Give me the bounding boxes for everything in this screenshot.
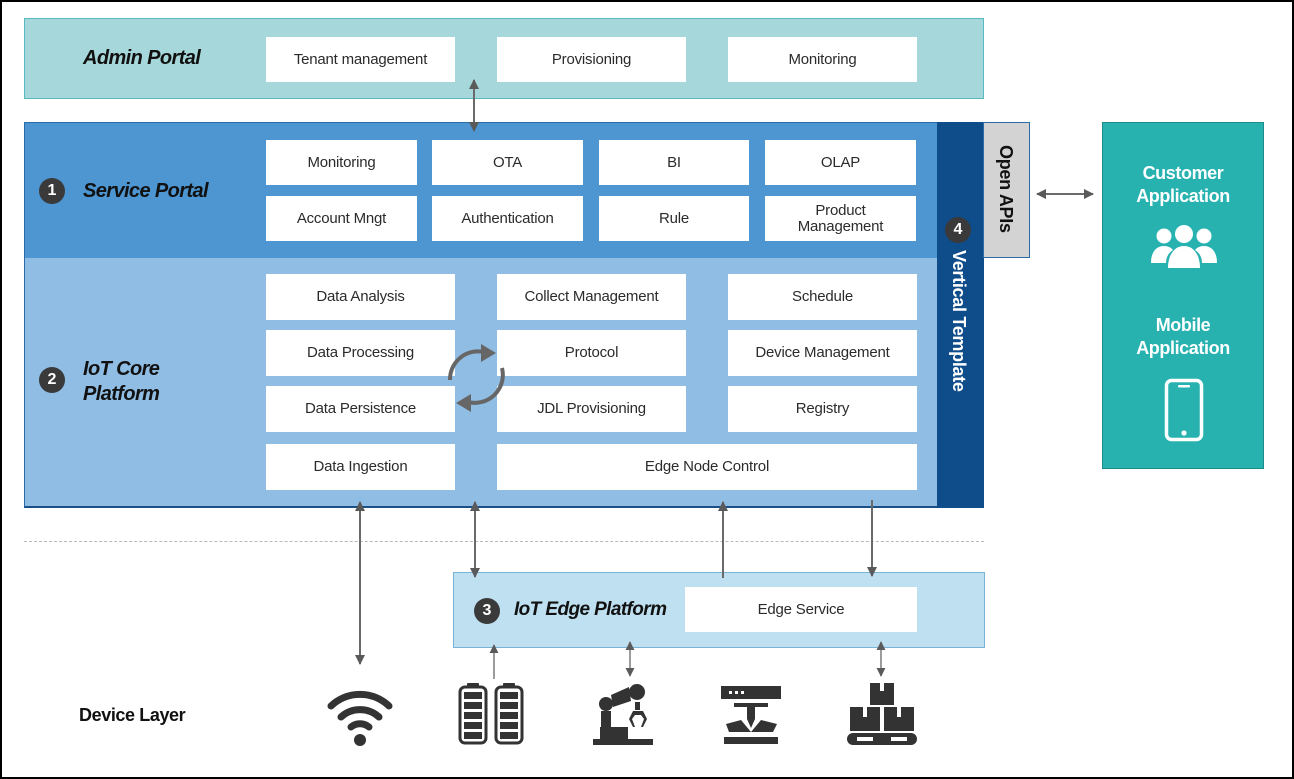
service-item-rule[interactable]: Rule [599, 196, 749, 241]
customer-app-line1: Customer [1142, 163, 1224, 183]
core-item-data-analysis[interactable]: Data Analysis [266, 274, 455, 320]
service-item-ota[interactable]: OTA [432, 140, 583, 185]
core-item-registry[interactable]: Registry [728, 386, 917, 432]
wifi-icon [327, 690, 393, 746]
boxes-pallet-icon [847, 683, 917, 745]
service-item-bi[interactable]: BI [599, 140, 749, 185]
badge-3: 3 [474, 598, 500, 624]
core-item-schedule[interactable]: Schedule [728, 274, 917, 320]
iot-edge-title: IoT Edge Platform [514, 599, 667, 620]
admin-portal-title: Admin Portal [83, 47, 201, 69]
badge-2: 2 [39, 367, 65, 393]
mobile-app-line1: Mobile [1155, 315, 1211, 335]
admin-portal-panel: Admin Portal Tenant management Provision… [24, 18, 984, 99]
refresh-cycle-icon [447, 344, 505, 412]
open-apis-label: Open APIs [996, 145, 1016, 233]
robot-arm-icon [593, 684, 653, 745]
mobile-app-line2: Application [1136, 338, 1230, 358]
vertical-template-label: Vertical Template [949, 250, 969, 392]
vertical-template-panel: 4 Vertical Template [937, 122, 984, 508]
customer-app-line2: Application [1136, 186, 1230, 206]
service-item-authentication[interactable]: Authentication [432, 196, 583, 241]
admin-item-monitoring[interactable]: Monitoring [728, 37, 917, 82]
iot-core-platform-panel: 2 IoT Core Platform Data Analysis Collec… [24, 258, 938, 508]
admin-item-provisioning[interactable]: Provisioning [497, 37, 686, 82]
service-item-olap[interactable]: OLAP [765, 140, 916, 185]
core-item-data-ingestion[interactable]: Data Ingestion [266, 444, 455, 490]
customer-applications-panel: Customer Application Mobile Application [1102, 122, 1264, 469]
press-machine-icon [721, 686, 781, 744]
device-layer-label: Device Layer [79, 705, 186, 725]
smartphone-icon [1164, 378, 1204, 442]
iot-edge-platform-panel: 3 IoT Edge Platform Edge Service [453, 572, 985, 648]
service-item-monitoring[interactable]: Monitoring [266, 140, 417, 185]
service-item-product-management[interactable]: Product Management [765, 196, 916, 241]
iot-core-title-line1: IoT Core [83, 358, 160, 380]
service-portal-panel: 1 Service Portal Monitoring OTA BI OLAP … [24, 122, 938, 258]
admin-item-tenant-management[interactable]: Tenant management [266, 37, 455, 82]
core-item-data-processing[interactable]: Data Processing [266, 330, 455, 376]
iot-core-title-line2: Platform [83, 383, 160, 405]
edge-service-box[interactable]: Edge Service [685, 587, 917, 632]
badge-4: 4 [945, 217, 971, 243]
core-item-jdl-provisioning[interactable]: JDL Provisioning [497, 386, 686, 432]
badge-1: 1 [39, 178, 65, 204]
layer-separator-line [24, 541, 984, 542]
core-item-protocol[interactable]: Protocol [497, 330, 686, 376]
core-item-edge-node-control[interactable]: Edge Node Control [497, 444, 917, 490]
core-item-data-persistence[interactable]: Data Persistence [266, 386, 455, 432]
users-group-icon [1151, 225, 1217, 268]
service-portal-title: Service Portal [83, 180, 209, 202]
open-apis-panel[interactable]: Open APIs [983, 122, 1030, 258]
core-item-device-management[interactable]: Device Management [728, 330, 917, 376]
service-item-account-mngt[interactable]: Account Mngt [266, 196, 417, 241]
core-item-collect-management[interactable]: Collect Management [497, 274, 686, 320]
battery-icon [458, 683, 524, 745]
